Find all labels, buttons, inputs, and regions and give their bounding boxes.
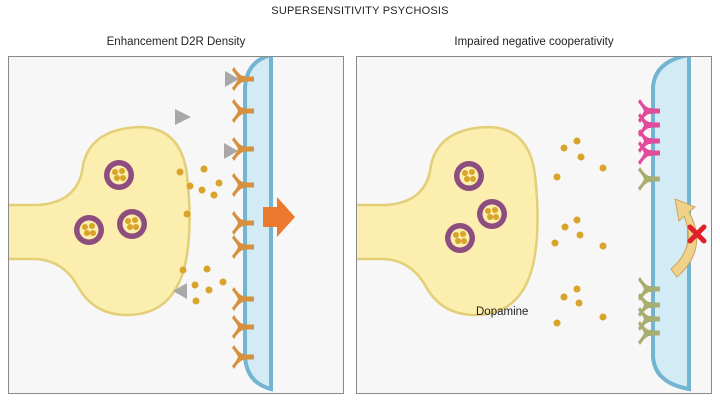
left-panel bbox=[8, 56, 344, 394]
right-panel-diagram bbox=[357, 57, 707, 392]
vesicle bbox=[477, 199, 507, 229]
left-panel-diagram bbox=[9, 57, 295, 392]
right-panel-label: Impaired negative cooperativity bbox=[454, 36, 614, 48]
right-panel bbox=[356, 56, 712, 394]
vesicle bbox=[104, 160, 134, 190]
dopamine-granules bbox=[176, 165, 227, 305]
presynaptic-neuron bbox=[357, 125, 539, 317]
dopamine-label: Dopamine bbox=[476, 306, 529, 318]
vesicle bbox=[454, 161, 484, 191]
red-cross-icon bbox=[687, 224, 707, 244]
triangle-antagonist-icon bbox=[173, 71, 239, 299]
orange-arrow-icon bbox=[263, 197, 295, 237]
figure-title: SUPERSENSITIVITY PSYCHOSIS bbox=[271, 5, 449, 17]
dopamine-granules bbox=[551, 137, 607, 327]
left-panel-label: Enhancement D2R Density bbox=[106, 36, 246, 48]
vesicle bbox=[74, 215, 104, 245]
postsynaptic-membrane bbox=[651, 57, 691, 392]
vesicle bbox=[445, 223, 475, 253]
vesicle bbox=[117, 209, 147, 239]
curved-arrow-icon bbox=[670, 198, 698, 278]
